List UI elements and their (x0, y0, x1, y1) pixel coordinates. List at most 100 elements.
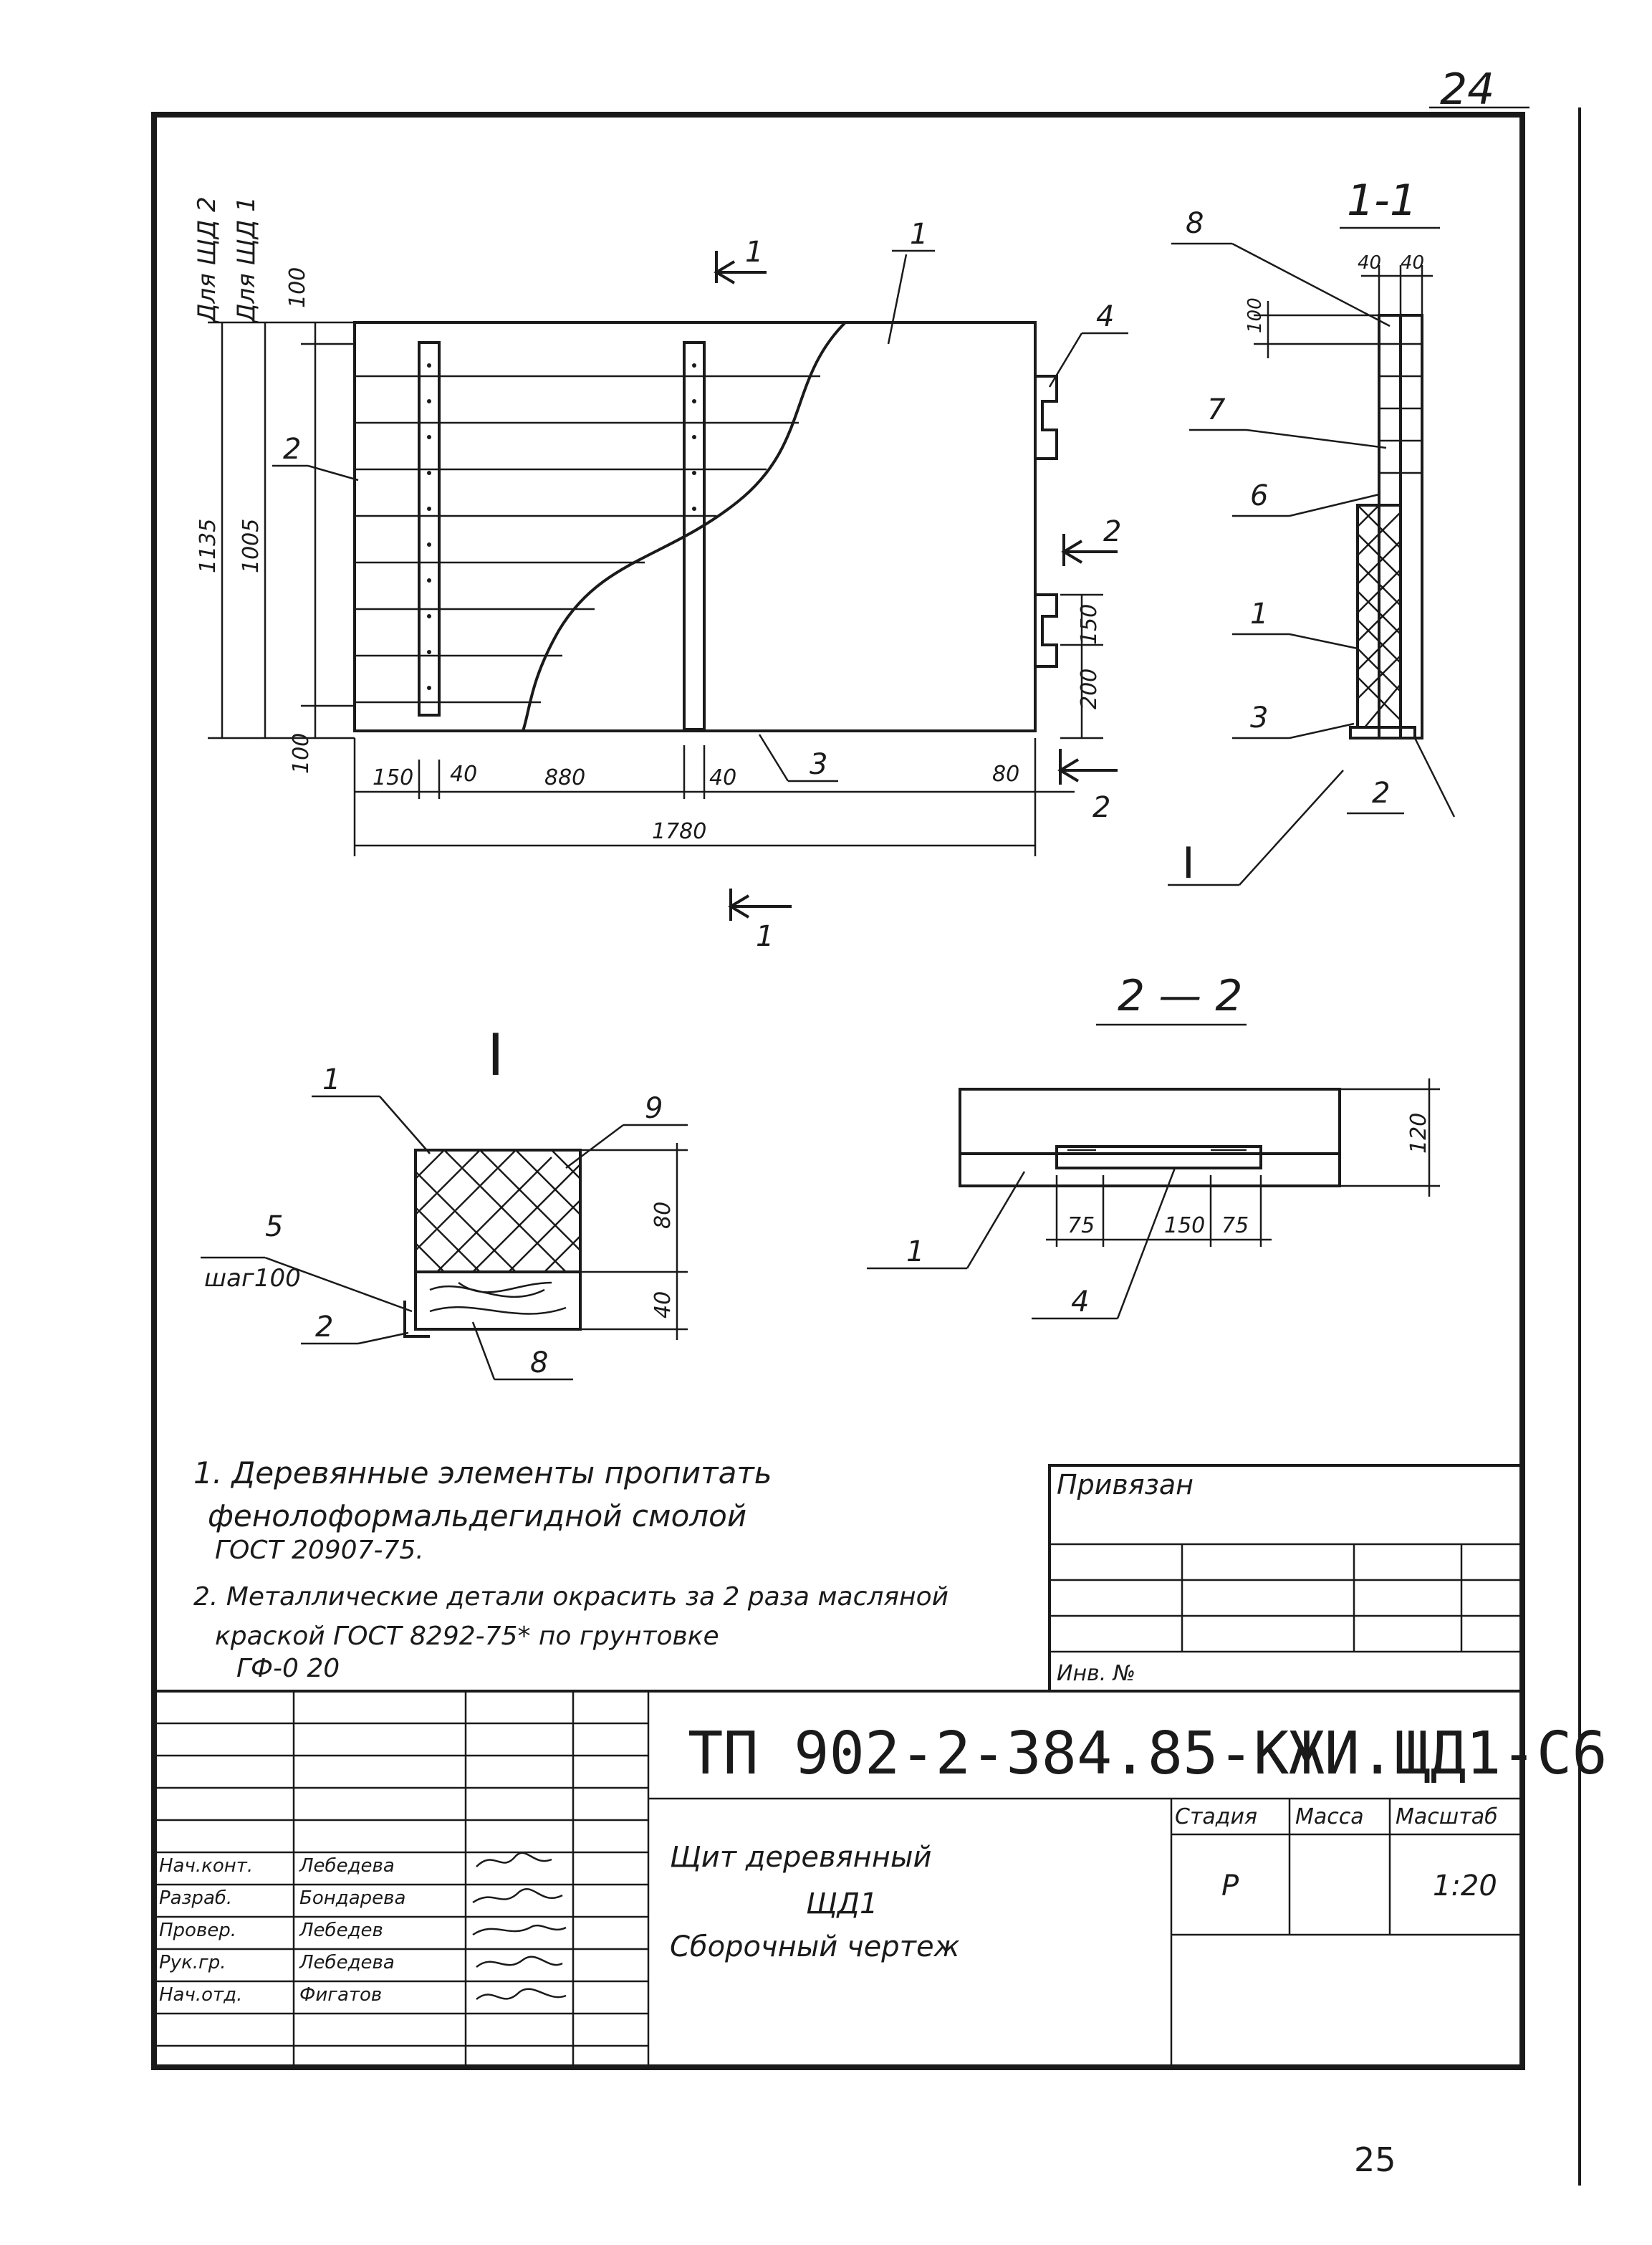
batten-left (418, 341, 441, 717)
main-callout-3: 3 (810, 748, 827, 781)
note-line-2: фенолоформальдегидной смолой (208, 1498, 746, 1533)
note-line-1: 1. Деревянные элементы пропитать (193, 1455, 772, 1490)
detail-mark-I: I (1182, 838, 1195, 889)
section-1-1-callout-1: 1 (1250, 598, 1268, 631)
panel-outline (353, 321, 1037, 732)
section-2-2-dim-120: 120 (1406, 1113, 1431, 1154)
sig-name-2: Бондарева (299, 1887, 405, 1909)
section-1-1-dim-40b: 40 (1401, 252, 1424, 274)
sig-name-5: Фигатов (299, 1984, 382, 2006)
sig-role-3: Провер. (159, 1920, 236, 1941)
detail-I: I 1 9 5 шаг100 2 8 80 4 (201, 1022, 688, 1381)
sig-role-5: Нач.отд. (159, 1984, 242, 2006)
mass-header: Масса (1295, 1804, 1364, 1829)
detail-I-callout-2: 2 (315, 1311, 333, 1344)
dim-880: 880 (544, 765, 585, 790)
main-right-dims (1060, 593, 1103, 739)
detail-I-callout-8: 8 (530, 1346, 548, 1379)
break-line (522, 321, 847, 732)
section-2-2-title: 2 — 2 (1118, 971, 1243, 1021)
dim-100-bottom: 100 (289, 733, 314, 774)
note-line-6: ГФ-0 20 (236, 1654, 340, 1683)
section-mark-2-bottom: 2 (1092, 791, 1110, 824)
sig-role-4: Рук.гр. (159, 1952, 226, 1973)
batten-nails (427, 363, 696, 690)
sig-name-4: Лебедева (299, 1952, 395, 1973)
section-1-1-callout-2: 2 (1372, 777, 1390, 810)
main-view: Для ЩД 2 Для ЩД 1 (193, 196, 1128, 953)
dim-200-right: 200 (1077, 669, 1102, 709)
sig-role-1: Нач.конт. (159, 1855, 253, 1877)
section-1-1-callout-7: 7 (1207, 393, 1226, 426)
detail-I-dim-40: 40 (650, 1291, 676, 1318)
sig-name-1: Лебедева (299, 1855, 395, 1877)
title-line-3: Сборочный чертеж (670, 1930, 960, 1963)
scale-value: 1:20 (1433, 1870, 1497, 1902)
detail-I-board (414, 1270, 582, 1331)
stage-header: Стадия (1175, 1804, 1257, 1829)
scale-header: Масштаб (1396, 1804, 1498, 1829)
section-1-1-dim-100: 100 (1244, 297, 1266, 333)
inv-label: Инв. № (1057, 1661, 1135, 1686)
dim-150-bottom: 150 (373, 765, 413, 790)
note-line-3: ГОСТ 20907-75. (215, 1536, 424, 1565)
sig-role-2: Разраб. (159, 1887, 232, 1909)
stage-value: Р (1221, 1870, 1239, 1902)
notes: 1. Деревянные элементы пропитать фенолоф… (193, 1455, 949, 1683)
section-2-2: 2 — 2 120 75 150 75 1 4 (867, 971, 1440, 1320)
hook-lower (1035, 593, 1058, 668)
detail-I-callout-5: 5 (265, 1210, 283, 1243)
handwritten-signatures (472, 1852, 567, 2000)
note-line-4: 2. Металлические детали окрасить за 2 ра… (193, 1582, 949, 1612)
dim-1780: 1780 (652, 819, 706, 844)
privyazan-label: Привязан (1057, 1469, 1194, 1500)
detail-I-title: I (487, 1022, 504, 1088)
section-mark-1-top: 1 (745, 236, 763, 269)
note-line-5: краской ГОСТ 8292-75* по грунтовке (215, 1622, 719, 1651)
section-2-2-dim-75b: 75 (1221, 1213, 1249, 1238)
section-2-2-dim-150: 150 (1164, 1213, 1205, 1238)
batten-right (683, 341, 706, 731)
dim-100-top: 100 (285, 267, 310, 308)
section-1-1-dim-40a: 40 (1358, 252, 1381, 274)
side-label-shd1: Для ЩД 1 (232, 196, 261, 324)
title-line-1: Щит деревянный (670, 1841, 932, 1874)
section-2-2-hook (1055, 1145, 1262, 1169)
main-callout-1: 1 (910, 218, 928, 251)
hook-upper (1035, 375, 1058, 460)
detail-I-callout-1: 1 (322, 1063, 340, 1096)
dim-80: 80 (992, 762, 1019, 787)
section-1-1-title: 1-1 (1347, 176, 1417, 226)
dim-1135: 1135 (196, 519, 221, 573)
panel-boards (355, 375, 820, 704)
privyazan-box: Привязан Инв. № (1048, 1464, 1524, 1693)
detail-I-dim-80: 80 (650, 1202, 676, 1229)
detail-I-callout-9: 9 (645, 1092, 663, 1125)
main-vertical-dims (208, 321, 355, 739)
section-2-2-dim-75a: 75 (1067, 1213, 1095, 1238)
section-mark-1-bottom: 1 (756, 920, 774, 953)
dim-40-right: 40 (709, 765, 736, 790)
section-1-1-callout-8: 8 (1186, 207, 1204, 240)
title-block: ТП 902-2-384.85-КЖИ.ЩД1-С6 Щит деревянны… (153, 1690, 1608, 2069)
section-2-2-callout-1: 1 (906, 1235, 924, 1268)
main-horizontal-dims (353, 738, 1075, 856)
main-callout-2: 2 (283, 433, 301, 466)
section-1-1: 1-1 40 40 100 (1168, 176, 1456, 889)
page-number-bottom: 25 (1354, 2140, 1396, 2179)
dim-40-left: 40 (450, 762, 477, 787)
section-2-2-callout-4: 4 (1071, 1286, 1089, 1318)
detail-I-step: шаг100 (204, 1264, 301, 1293)
section-1-1-callout-6: 6 (1250, 479, 1268, 512)
page-number-top: 24 (1440, 64, 1494, 115)
sig-name-3: Лебедев (299, 1920, 383, 1941)
dim-1005: 1005 (239, 519, 264, 573)
section-1-1-callout-3: 3 (1250, 702, 1268, 734)
main-callout-4: 4 (1096, 300, 1114, 333)
section-mark-arrows (714, 251, 1118, 921)
dim-150-right: 150 (1077, 604, 1102, 645)
side-label-shd2: Для ЩД 2 (193, 196, 221, 324)
document-code: ТП 902-2-384.85-КЖИ.ЩД1-С6 (688, 1720, 1608, 1788)
section-mark-2-top: 2 (1103, 515, 1121, 548)
